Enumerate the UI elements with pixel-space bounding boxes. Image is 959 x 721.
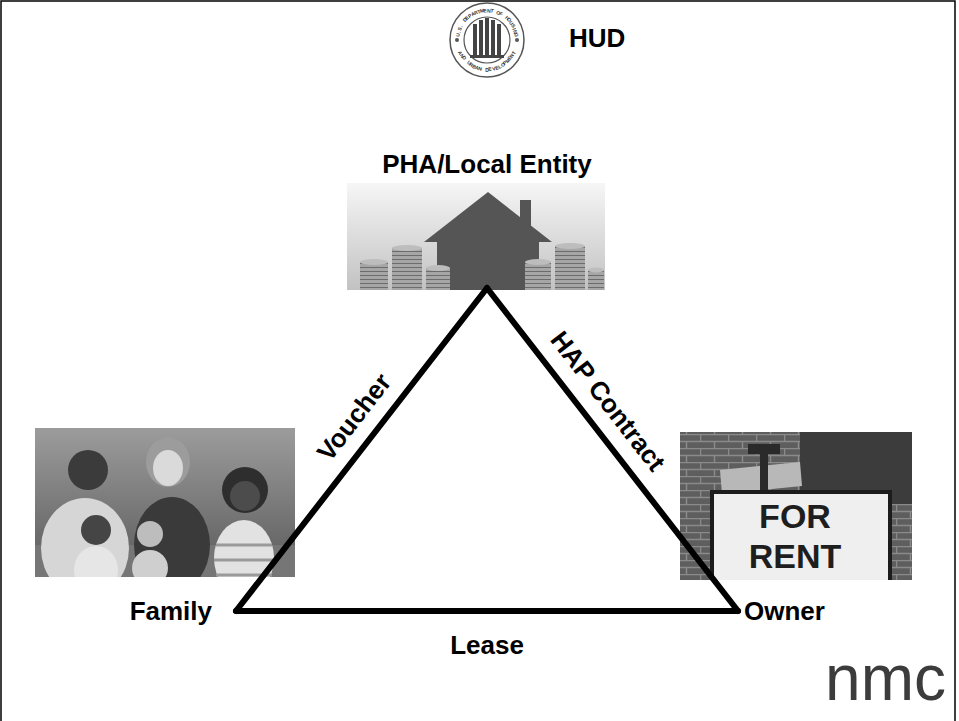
triangle-side <box>236 288 487 611</box>
node-box: Owner <box>738 594 833 628</box>
node-box: Family <box>122 594 236 628</box>
for-rent-photo <box>680 432 912 580</box>
node-label: Owner <box>744 596 825 626</box>
triangle-side <box>487 288 738 611</box>
house-coins-picture <box>347 183 605 290</box>
seal-letter <box>483 67 485 72</box>
family-photo <box>35 428 295 577</box>
node-label: PHA/Local Entity <box>343 149 631 179</box>
node-label: Family <box>130 596 212 626</box>
seal-letter: E <box>484 8 488 13</box>
node-box: PHA/Local Entity <box>335 145 639 288</box>
relationship-label: Lease <box>450 630 524 660</box>
seal-letter: N <box>478 66 483 72</box>
relationship-label: Voucher <box>310 368 396 467</box>
triangle-side <box>236 608 738 614</box>
hud-seal <box>450 3 524 77</box>
seal-letter: T <box>490 8 494 13</box>
seal-letter: U <box>455 33 461 37</box>
sign-text: RENT <box>749 539 842 573</box>
relationship-label: HAP Contract <box>544 325 671 476</box>
agency-name: HUD <box>569 24 625 54</box>
seal-letter: G <box>513 33 519 38</box>
seal-letter: F <box>499 11 504 17</box>
logo-text: nmc <box>825 646 946 710</box>
sign-text: FOR <box>759 499 831 533</box>
seal-letter: D <box>461 55 467 61</box>
